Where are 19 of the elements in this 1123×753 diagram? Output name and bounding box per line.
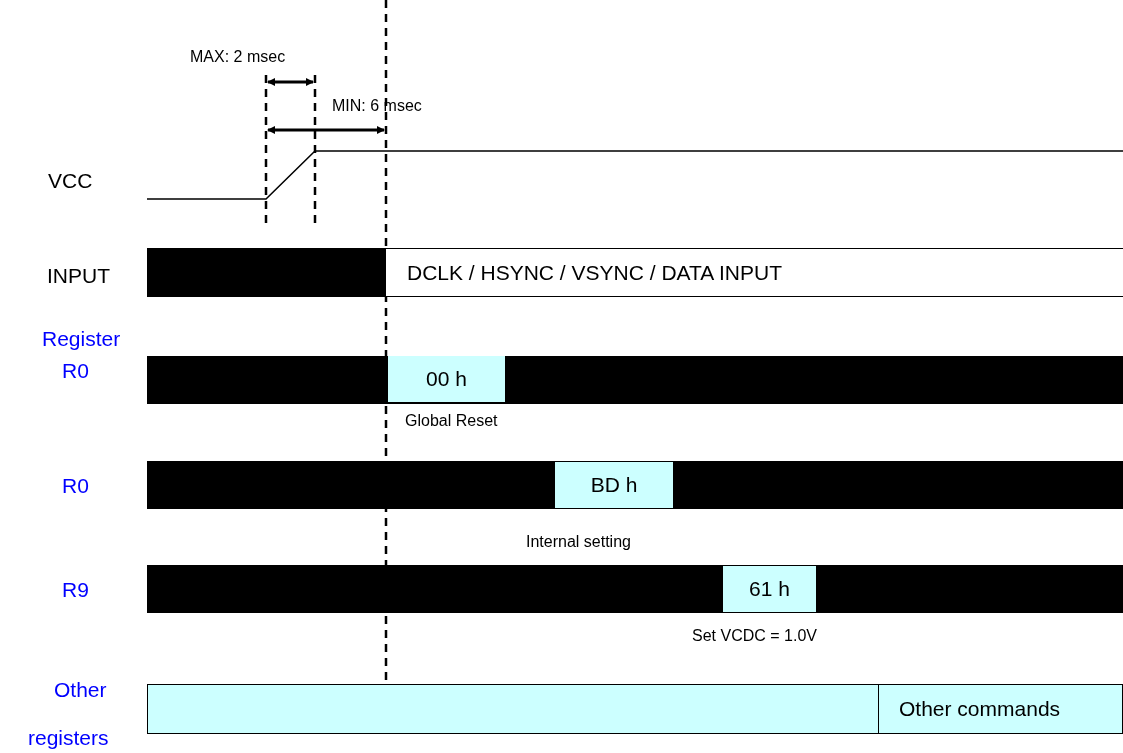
register-label: R0 (62, 359, 89, 383)
bus-segment: DCLK / HSYNC / VSYNC / DATA INPUT (386, 248, 1123, 297)
register-label: R0 (62, 474, 89, 498)
note-text: Global Reset (405, 412, 498, 430)
command-bar: Other commands (878, 684, 1123, 734)
dimension-label: MAX: 2 msec (190, 48, 286, 66)
register-label: registers (28, 726, 109, 750)
command-bar (147, 684, 879, 734)
dimension-label: MIN: 6 msec (332, 97, 422, 115)
register-value-box: 61 h (723, 566, 816, 612)
register-label: Other (54, 678, 107, 702)
register-value-box: BD h (555, 462, 673, 508)
note-text: Set VCDC = 1.0V (692, 627, 817, 645)
register-value-box: 00 h (388, 356, 505, 402)
register-label: R9 (62, 578, 89, 602)
signal-name: INPUT (47, 264, 110, 288)
signal-name: VCC (48, 169, 93, 193)
register-label: Register (42, 327, 121, 351)
note-text: Internal setting (526, 533, 631, 551)
